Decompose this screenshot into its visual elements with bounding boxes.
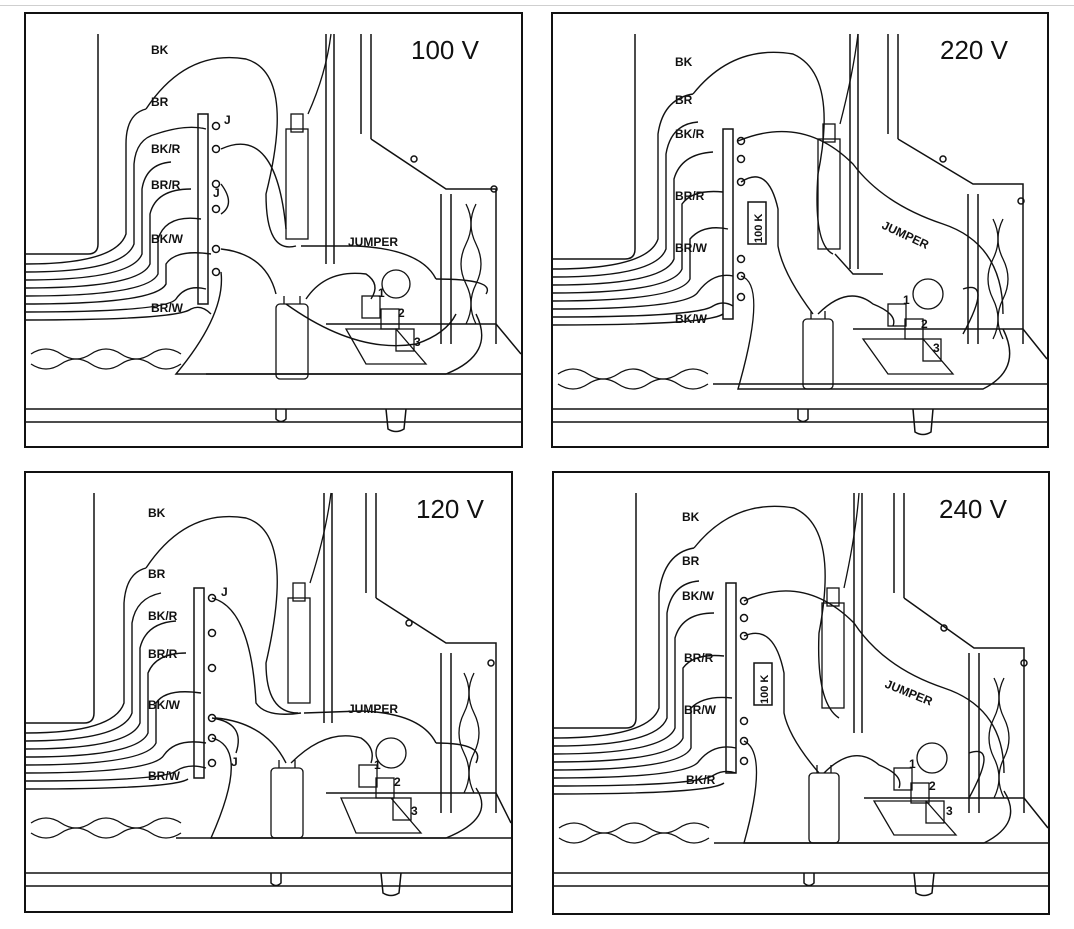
panel-220v: 100 K 220 V BK BR BK/R BR/R BR/W BK/W JU… bbox=[551, 12, 1049, 448]
panel-240v: 100 K 240 V BK BR BK/W BR/R BR/W BK/R JU… bbox=[552, 471, 1050, 915]
jumper-label: JUMPER bbox=[880, 218, 932, 252]
capacitor bbox=[802, 311, 834, 390]
jumper-mark: J bbox=[213, 186, 220, 200]
wiring-diagram-100v: 100 V BK BR BK/R BR/R BK/W BR/W J J JUMP… bbox=[26, 33, 521, 433]
wire-runs bbox=[145, 515, 483, 839]
terminal-number: 3 bbox=[933, 341, 940, 355]
terminal-number: 2 bbox=[394, 775, 401, 789]
resistor: 100 K bbox=[753, 662, 773, 706]
fuse-holder bbox=[287, 492, 332, 704]
resistor-label: 100 K bbox=[753, 214, 765, 243]
wire-label: BK/W bbox=[675, 312, 708, 326]
wire-label: BR bbox=[151, 95, 169, 109]
wire-label: BK/W bbox=[151, 232, 184, 246]
wire-label: BR bbox=[675, 93, 693, 107]
panel-120v: 120 V BK BR BK/R BR/R BK/W BR/W J J JUMP… bbox=[24, 471, 513, 913]
wire-label: BK/W bbox=[148, 698, 181, 712]
terminal-strip bbox=[197, 113, 221, 305]
panel-100v: 100 V BK BR BK/R BR/R BK/W BR/W J J JUMP… bbox=[24, 12, 523, 448]
wire-label: BR/R bbox=[675, 189, 705, 203]
wire-label: BR bbox=[682, 554, 700, 568]
jumper-mark: J bbox=[221, 585, 228, 599]
wiring-diagram-220v: 100 K 220 V BK BR BK/R BR/R BR/W BK/W JU… bbox=[553, 33, 1047, 436]
fuse-holder bbox=[821, 492, 860, 709]
wire-bundle bbox=[26, 567, 207, 790]
wire-label: BK/R bbox=[148, 609, 178, 623]
wire-label: BR/W bbox=[151, 301, 184, 315]
terminal-strip bbox=[722, 128, 746, 320]
wire-label: BK bbox=[682, 510, 700, 524]
terminal-number: 1 bbox=[903, 293, 910, 307]
terminal-number: 3 bbox=[414, 335, 421, 349]
switch-assembly bbox=[872, 742, 958, 836]
wire-label: BR/W bbox=[684, 703, 717, 717]
switch-assembly bbox=[861, 278, 955, 375]
terminal-strip bbox=[725, 582, 749, 774]
capacitor bbox=[270, 760, 304, 839]
twisted-cable bbox=[558, 677, 1010, 844]
wire-label: BK/R bbox=[151, 142, 181, 156]
switch-assembly bbox=[344, 269, 428, 365]
chassis-structure bbox=[26, 493, 511, 897]
chassis-structure bbox=[26, 34, 521, 433]
wire-bundle bbox=[554, 547, 737, 795]
terminal-number: 3 bbox=[946, 804, 953, 818]
resistor-label: 100 K bbox=[759, 675, 771, 704]
voltage-label: 100 V bbox=[411, 35, 480, 65]
chassis-structure bbox=[554, 493, 1048, 897]
wire-label: BK/R bbox=[675, 127, 705, 141]
wire-label: BK bbox=[151, 43, 169, 57]
wire-label: BR/R bbox=[684, 651, 714, 665]
terminal-number: 3 bbox=[411, 804, 418, 818]
terminal-number: 2 bbox=[929, 779, 936, 793]
twisted-cable bbox=[30, 203, 482, 370]
twisted-cable bbox=[30, 672, 480, 839]
wire-label: BK/W bbox=[682, 589, 715, 603]
jumper-label: JUMPER bbox=[348, 702, 398, 716]
voltage-label: 240 V bbox=[939, 494, 1008, 524]
twisted-cable bbox=[557, 218, 1009, 390]
wire-bundle bbox=[26, 108, 212, 321]
voltage-label: 120 V bbox=[416, 494, 485, 524]
wiring-diagram-120v: 120 V BK BR BK/R BR/R BK/W BR/W J J JUMP… bbox=[26, 492, 511, 897]
fuse-holder bbox=[285, 33, 332, 240]
voltage-label: 220 V bbox=[940, 35, 1009, 65]
wire-runs bbox=[692, 51, 1011, 390]
wire-label: BK bbox=[675, 55, 693, 69]
wire-label: BR/R bbox=[148, 647, 178, 661]
chassis-structure bbox=[553, 34, 1047, 436]
wire-runs bbox=[145, 56, 489, 375]
wire-label: BR/W bbox=[148, 769, 181, 783]
fuse-holder bbox=[817, 33, 859, 250]
capacitor bbox=[808, 765, 840, 844]
wire-label: BR/W bbox=[675, 241, 708, 255]
terminal-number: 1 bbox=[378, 286, 385, 300]
wire-runs bbox=[693, 505, 1012, 844]
terminal-number: 1 bbox=[374, 758, 381, 772]
capacitor bbox=[275, 296, 309, 380]
terminal-number: 1 bbox=[909, 757, 916, 771]
terminal-number: 2 bbox=[921, 317, 928, 331]
terminal-strip bbox=[193, 587, 217, 779]
wire-label: BK/R bbox=[686, 773, 716, 787]
terminal-number: 2 bbox=[398, 306, 405, 320]
wiring-diagram-240v: 100 K 240 V BK BR BK/W BR/R BR/W BK/R JU… bbox=[554, 492, 1048, 897]
jumper-mark: J bbox=[224, 113, 231, 127]
wire-label: BR/R bbox=[151, 178, 181, 192]
wire-bundle bbox=[553, 93, 734, 326]
wire-label: BR bbox=[148, 567, 166, 581]
jumper-mark: J bbox=[231, 755, 238, 769]
top-rule bbox=[0, 5, 1074, 6]
wire-label: BK bbox=[148, 506, 166, 520]
switch-assembly bbox=[340, 737, 423, 834]
jumper-label: JUMPER bbox=[348, 235, 398, 249]
resistor: 100 K bbox=[747, 201, 767, 245]
